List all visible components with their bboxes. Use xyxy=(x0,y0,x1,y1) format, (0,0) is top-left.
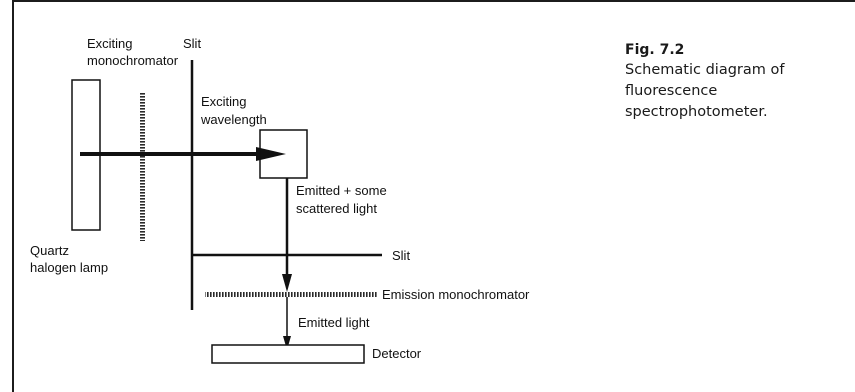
detector xyxy=(211,344,365,364)
sample-cuvette xyxy=(259,129,308,179)
emission-monochromator xyxy=(205,292,377,297)
exciting-monochromator xyxy=(140,93,145,241)
emitted-light-arrowhead xyxy=(283,336,291,350)
excitation-beam-arrowhead xyxy=(256,147,286,161)
figure-number: Fig. 7.2 xyxy=(625,42,685,58)
label-exciting-wavelength-1: Exciting xyxy=(201,94,247,109)
emitted-beam-arrowhead xyxy=(282,274,292,292)
label-slit-top: Slit xyxy=(183,36,201,51)
label-slit-bottom: Slit xyxy=(392,248,410,263)
label-exciting-wavelength-2: wavelength xyxy=(200,112,267,127)
figure-caption-text: Schematic diagram of fluorescence spectr… xyxy=(625,62,785,120)
label-exciting-monochromator-2: monochromator xyxy=(87,53,179,68)
label-emission-monochromator: Emission monochromator xyxy=(382,287,530,302)
label-exciting-monochromator-1: Exciting xyxy=(87,36,133,51)
label-emitted-2: scattered light xyxy=(296,201,377,216)
label-quartz-1: Quartz xyxy=(30,243,69,258)
label-quartz-2: halogen lamp xyxy=(30,260,108,275)
figure-caption: Fig. 7.2 Schematic diagram of fluorescen… xyxy=(625,40,850,123)
label-emitted-1: Emitted + some xyxy=(296,183,387,198)
figure-frame xyxy=(12,0,855,392)
label-emitted-light: Emitted light xyxy=(298,315,370,330)
label-detector: Detector xyxy=(372,346,422,361)
